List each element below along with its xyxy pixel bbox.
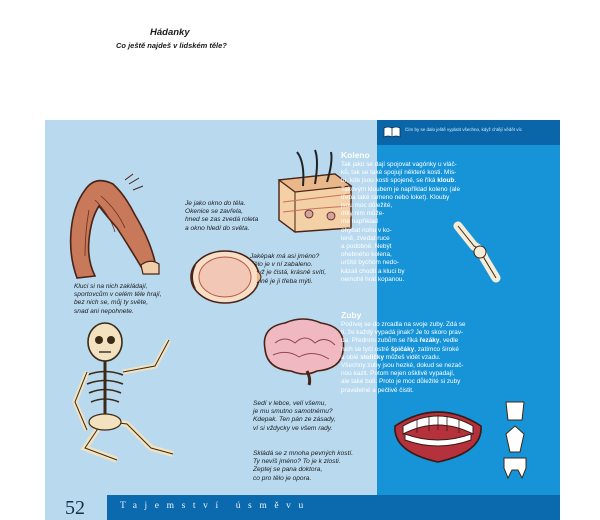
riddle-muscles: Kluci si na nich zakládají,sportovcům v … (74, 283, 162, 315)
term-highlight: kloub (437, 177, 455, 185)
section-heading-zuby: Zuby (341, 310, 362, 320)
riddles-subtitle: Co ještě najdeš v lidském těle? (116, 41, 227, 50)
header-note: Čím by se dalo ještě vyplatit všechno, k… (405, 127, 523, 132)
section-text-zuby: Podívej se do zrcadla na svoje zuby. Zdá… (341, 321, 466, 394)
brain-illustration (263, 318, 345, 386)
skin-section-illustration (277, 149, 353, 233)
section-heading-koleno: Koleno (341, 150, 370, 160)
riddle-brain: Sedí v lebce, velí všemu,je mu smutno sa… (253, 400, 336, 432)
riddle-skin: Jaképak má asi jméno?Tělo je v ní zabale… (250, 253, 327, 285)
info-panel (377, 120, 560, 520)
term-highlight: špičáky (390, 345, 415, 353)
eye-section-illustration (190, 250, 262, 304)
info-header-bar: Čím by se dalo ještě vyplatit všechno, k… (377, 120, 560, 145)
page-number: 52 (65, 497, 85, 519)
footer-bar: 52 Tajemství úsměvu (45, 495, 560, 520)
section-text-koleno: Tak jako se dají spojovat vagónky u vláč… (341, 161, 460, 283)
term-highlight: stoličky (360, 353, 385, 361)
knee-bone-illustration (453, 221, 501, 283)
term-highlight: řezáky (419, 337, 440, 345)
riddles-title: Hádanky (150, 27, 190, 38)
riddle-eye: Je jako okno do těla.Okenice se zavřela,… (185, 200, 259, 232)
riddle-skeleton: Skládá se z mnoha pevných kostí.Ty nevíš… (253, 450, 354, 482)
book-icon (383, 126, 401, 138)
page-number-box: 52 (45, 495, 107, 520)
skeleton-illustration (72, 322, 174, 463)
tooth-types-illustration (503, 401, 527, 480)
series-title: Tajemství úsměvu (120, 501, 311, 511)
teeth-illustration (394, 411, 482, 463)
arm-muscle-illustration (69, 173, 160, 279)
